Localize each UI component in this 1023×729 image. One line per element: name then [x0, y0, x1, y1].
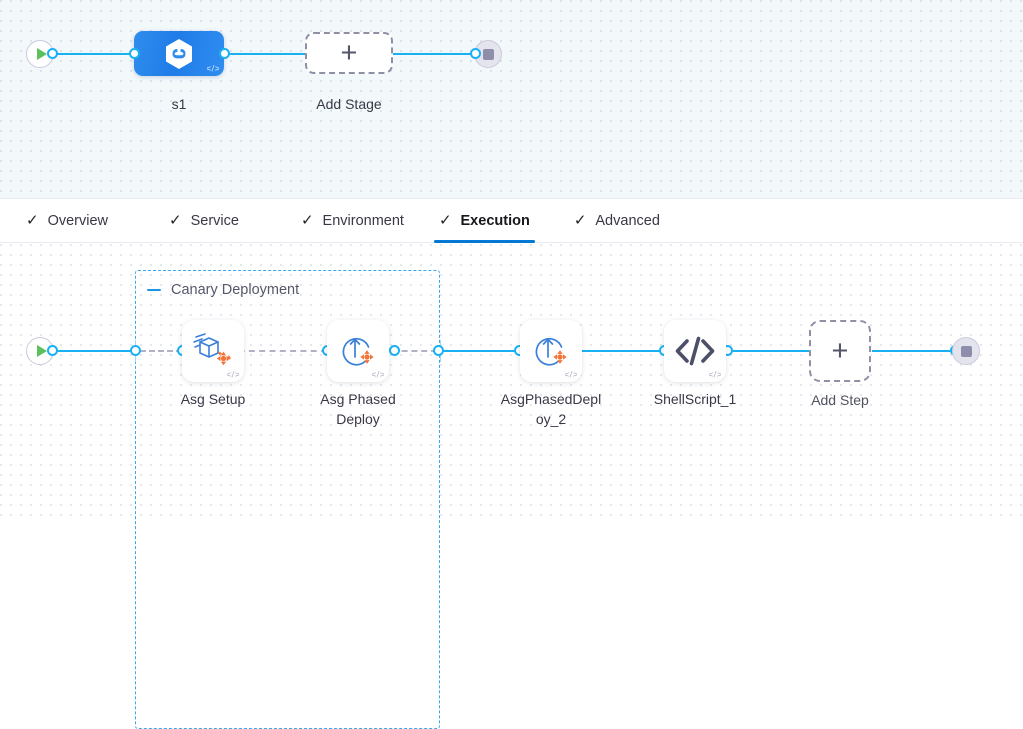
- step-node-asg-phased-deploy[interactable]: </>: [327, 320, 389, 382]
- asg-phased-deploy-icon: [535, 337, 567, 366]
- tab-label: Overview: [47, 212, 109, 229]
- connector-stage-to-addstage: [224, 53, 310, 55]
- stop-square-icon: [482, 48, 494, 60]
- check-icon: ✓: [300, 212, 314, 229]
- code-badge-icon: </>: [565, 370, 577, 379]
- group-entry-port[interactable]: [130, 345, 141, 356]
- step-group-canary-deployment[interactable]: [135, 270, 440, 729]
- step-label-asg-setup: Asg Setup: [180, 391, 246, 407]
- step-group-header[interactable]: Canary Deployment: [147, 282, 299, 298]
- connector-addstep-to-stop: [872, 350, 955, 352]
- play-icon: [36, 345, 47, 357]
- check-icon: ✓: [169, 212, 182, 229]
- add-step-button[interactable]: +: [809, 320, 871, 382]
- code-badge-icon: </>: [709, 370, 721, 379]
- tab-label: Advanced: [595, 212, 660, 229]
- execution-steps-canvas[interactable]: Canary Deployment: [0, 244, 1023, 729]
- execution-stop-node[interactable]: [952, 337, 980, 365]
- stage-label: s1: [171, 96, 187, 112]
- minus-icon[interactable]: [147, 288, 161, 292]
- stage-hexagon-link-icon: [166, 38, 192, 69]
- step-label-shellscript-1: ShellScript_1: [653, 391, 737, 407]
- stage-input-port[interactable]: [129, 48, 140, 59]
- stage-output-port[interactable]: [219, 48, 230, 59]
- shell-script-code-icon: [675, 336, 715, 366]
- code-badge-icon: </>: [372, 370, 384, 379]
- plus-icon: +: [831, 334, 849, 367]
- connector-asgphaseddeploy2-to-shellscript: [524, 350, 664, 352]
- stage-config-tabs[interactable]: ✓ Overview ✓ Service ✓ Environment ✓ Exe…: [0, 198, 1023, 243]
- svg-text:</>: </>: [227, 370, 239, 379]
- step-label-asgphaseddeploy-2: AsgPhasedDepl oy_2: [500, 391, 602, 427]
- check-icon: ✓: [438, 212, 452, 229]
- add-stage-label: Add Stage: [316, 96, 382, 112]
- start-node-output-port[interactable]: [47, 48, 58, 59]
- tab-label: Execution: [460, 212, 530, 229]
- asg-setup-box-icon: [193, 333, 231, 366]
- execution-start-output-port[interactable]: [47, 345, 58, 356]
- play-icon: [36, 48, 47, 60]
- step-label-asg-phased-deploy: Asg Phased Deploy: [320, 391, 396, 427]
- asg-phased-deploy-output-port[interactable]: [389, 345, 400, 356]
- stop-node-input-port[interactable]: [470, 48, 481, 59]
- connector-addstage-to-stop: [392, 53, 478, 55]
- connector-asg-setup-to-asg-phased-deploy: [187, 350, 327, 352]
- connector-start-to-stage: [52, 53, 138, 55]
- connector-shellscript-to-addstep: [669, 350, 809, 352]
- step-node-asg-setup[interactable]: </>: [182, 320, 244, 382]
- connector-start-to-group: [52, 350, 137, 352]
- connector-group-exit-to-asgphaseddeploy2: [441, 350, 519, 352]
- tab-label: Environment: [322, 212, 404, 229]
- tab-service[interactable]: ✓ Service: [165, 198, 243, 243]
- add-stage-button[interactable]: +: [305, 32, 393, 74]
- stop-square-icon: [960, 345, 972, 357]
- stage-node-s1[interactable]: </>: [134, 31, 224, 76]
- step-group-title: Canary Deployment: [171, 282, 300, 298]
- step-node-shellscript-1[interactable]: </>: [664, 320, 726, 382]
- tab-environment[interactable]: ✓ Environment: [297, 198, 408, 243]
- pipeline-stage-canvas[interactable]: </> s1 + Add Stage: [0, 0, 1023, 198]
- tab-overview[interactable]: ✓ Overview: [22, 198, 112, 243]
- asg-phased-deploy-icon: [342, 337, 374, 366]
- add-step-label: Add Step: [811, 392, 869, 408]
- check-icon: ✓: [26, 212, 39, 229]
- tab-label: Service: [190, 212, 239, 229]
- group-exit-port[interactable]: [433, 345, 444, 356]
- step-node-asgphaseddeploy-2[interactable]: </>: [520, 320, 582, 382]
- svg-text:</>: </>: [372, 370, 384, 379]
- plus-icon: +: [340, 36, 358, 69]
- svg-text:</>: </>: [709, 370, 721, 379]
- check-icon: ✓: [573, 212, 587, 229]
- code-badge-icon: </>: [227, 370, 239, 379]
- svg-text:</>: </>: [207, 64, 219, 73]
- tab-execution[interactable]: ✓ Execution: [433, 198, 535, 243]
- connector-group-entry-to-asg-setup: [140, 350, 182, 352]
- code-badge-icon: </>: [207, 64, 219, 73]
- svg-text:</>: </>: [565, 370, 577, 379]
- tab-advanced[interactable]: ✓ Advanced: [570, 198, 664, 243]
